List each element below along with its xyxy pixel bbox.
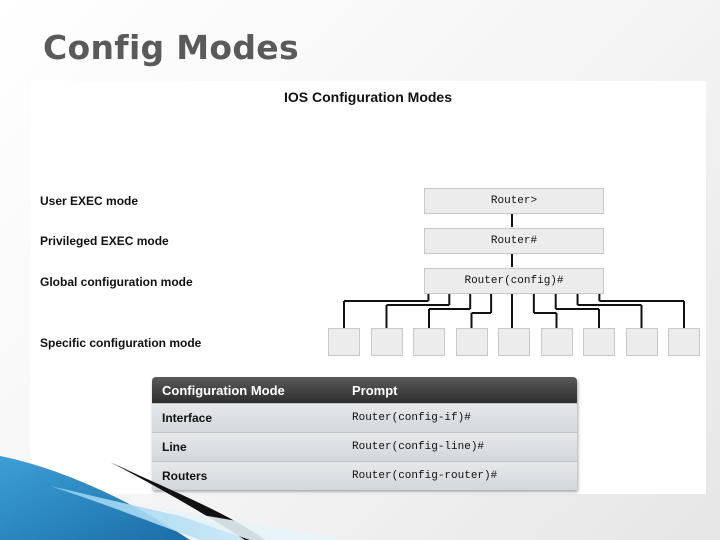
table-row: Interface Router(config-if)# (152, 403, 577, 432)
table-header: Configuration Mode Prompt (152, 377, 577, 403)
row-mode: Line (162, 440, 187, 454)
mode-label-user-exec: User EXEC mode (40, 194, 139, 208)
row-prompt: Router(config-line)# (352, 441, 485, 453)
mode-label-specific-config: Specific configuration mode (40, 336, 202, 350)
row-mode: Routers (162, 469, 208, 483)
prompt-box-user-exec: Router> (424, 188, 604, 214)
mode-label-global-config: Global configuration mode (40, 275, 193, 289)
specific-mode-box (583, 328, 615, 356)
diagram-title: IOS Configuration Modes (284, 89, 452, 105)
header-config-mode: Configuration Mode (162, 382, 285, 398)
specific-mode-box (455, 328, 488, 356)
specific-mode-box (498, 328, 530, 356)
specific-mode-box (413, 328, 445, 356)
header-prompt: Prompt (352, 382, 398, 398)
prompt-box-global-config: Router(config)# (424, 268, 604, 294)
table-row: Line Router(config-line)# (152, 432, 577, 461)
corner-swoosh-decoration (0, 456, 340, 540)
row-prompt: Router(config-router)# (352, 470, 498, 482)
mode-label-privileged-exec: Privileged EXEC mode (40, 234, 169, 248)
prompt-box-privileged-exec: Router# (424, 228, 604, 254)
row-mode: Interface (162, 411, 213, 425)
hierarchy-connectors (343, 214, 685, 328)
specific-mode-box (668, 328, 700, 356)
table-row: Routers Router(config-router)# (152, 461, 577, 490)
config-mode-table: Configuration Mode Prompt Interface Rout… (152, 377, 577, 490)
specific-mode-box (328, 328, 360, 356)
specific-mode-box (540, 328, 573, 356)
row-prompt: Router(config-if)# (352, 412, 471, 424)
diagram-panel: IOS Configuration Modes User EXEC mode P… (30, 81, 706, 494)
specific-mode-box (625, 328, 658, 356)
specific-mode-box (370, 328, 403, 356)
slide-title: Config Modes (43, 28, 299, 67)
